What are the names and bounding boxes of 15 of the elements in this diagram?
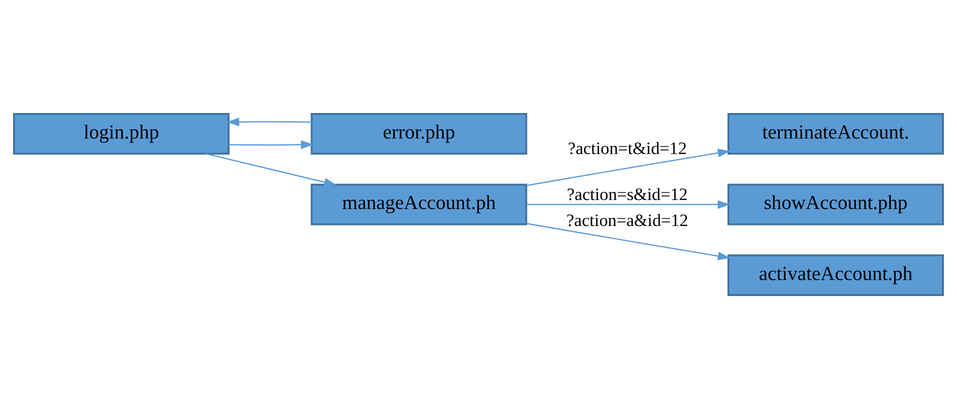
node-box: manageAccount.ph [310,183,528,225]
arrow [526,222,730,260]
arrow [526,200,730,208]
edge-label: ?action=s&id=12 [566,184,688,204]
node-box: showAccount.php [727,183,944,225]
arrow [226,117,312,126]
edge-label: ?action=t&id=12 [568,138,687,158]
node-box: error.php [310,112,528,154]
node-box: login.php [13,112,230,154]
arrow [228,140,314,149]
edge-label: ?action=a&id=12 [566,210,688,230]
arrow [205,152,337,186]
arrow [526,148,730,186]
node-box: terminateAccount. [727,112,944,154]
node-box: activateAccount.ph [727,254,944,296]
